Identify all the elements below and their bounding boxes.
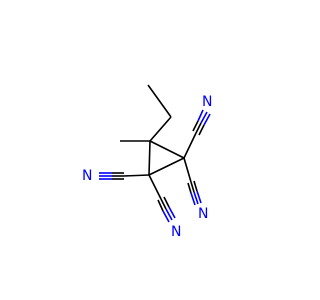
nitrile-triple-line-1-n: [200, 111, 208, 124]
nitrile-triple-line-2: [192, 120, 199, 132]
nitrile-bottom-line-2-n: [162, 210, 170, 223]
nitrile-lower-line-1: [190, 181, 195, 193]
nitrile-lower-line-3: [193, 180, 198, 192]
nitrile-bottom-line-3: [163, 196, 170, 208]
nitrile-triple-line-3-n: [203, 113, 211, 126]
nitrogen-label-right-top: N: [202, 94, 212, 110]
nitrile-bottom-line-1: [160, 198, 167, 210]
bond-c3-nitrile-carbon-left: [123, 174, 150, 177]
nitrile-lower-line-3-n: [196, 190, 202, 204]
nitrile-lower-line-1-n: [193, 191, 199, 205]
nitrile-bottom-line-2: [157, 199, 164, 212]
bond-ring-c1-c2: [149, 140, 185, 159]
nitrogen-label-right-bottom: N: [198, 206, 208, 222]
molecule-structure-diagram: N N N N: [82, 84, 212, 240]
bond-ethyl-ch2-ch3: [147, 84, 172, 118]
bond-c3-nitrile-carbon-bottom: [148, 174, 162, 200]
bond-c2-nitrile-carbon-lower: [183, 157, 192, 183]
bond-c2-nitrile-carbon-upper: [183, 132, 197, 159]
nitrogen-label-bottom: N: [171, 224, 181, 240]
nitrile-bottom-line-1-n: [165, 208, 173, 221]
bond-ring-c1-c3: [148, 140, 151, 176]
nitrile-lower-line-2-n: [190, 192, 196, 206]
nitrile-triple-line-1: [195, 122, 202, 134]
nitrile-bottom-line-3-n: [168, 206, 176, 219]
bond-ring-c2-c3: [148, 157, 185, 176]
bond-ring-ethyl-ch2: [149, 116, 172, 142]
nitrile-lower-line-2: [187, 182, 192, 194]
nitrile-triple-line-3: [198, 124, 205, 136]
nitrogen-label-left: N: [82, 168, 92, 184]
nitrile-triple-line-2-n: [197, 109, 204, 122]
